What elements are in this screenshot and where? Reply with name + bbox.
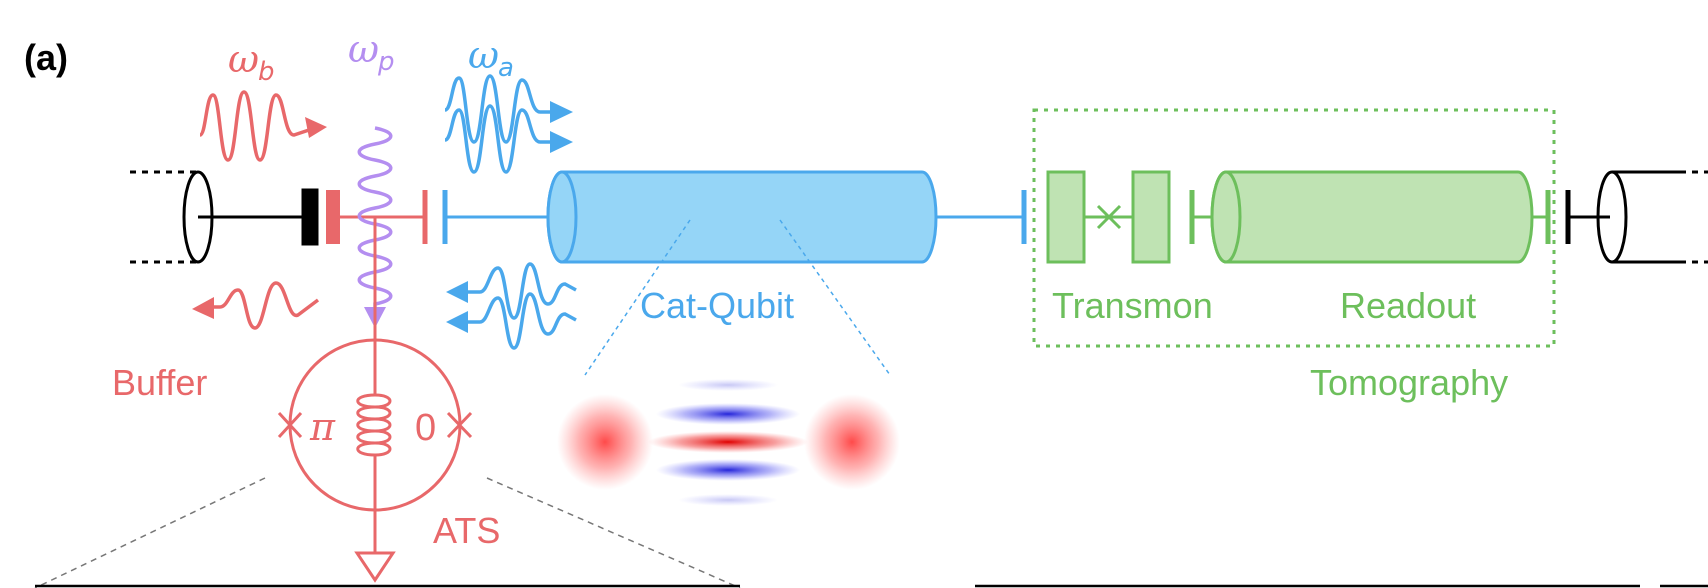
storage-reflect-arrow-1 xyxy=(446,281,468,303)
svg-text:ω: ω xyxy=(228,37,259,81)
svg-text:a: a xyxy=(498,53,514,83)
storage-arrow-2 xyxy=(550,131,573,153)
ats-label: ATS xyxy=(433,510,500,551)
svg-text:ω: ω xyxy=(348,27,379,71)
transmon xyxy=(1046,170,1171,264)
storage-capacitor xyxy=(442,190,548,244)
buffer-reflected-wave xyxy=(192,281,320,330)
omega-a-label: ω a xyxy=(468,33,514,83)
storage-drive-incoming xyxy=(444,74,556,174)
omega-b-label: ω b xyxy=(228,37,275,87)
transmon-label: Transmon xyxy=(1052,285,1213,326)
tomography-box xyxy=(1032,108,1556,348)
zero-label: 0 xyxy=(415,407,436,449)
ats-zoom-guides xyxy=(34,477,741,588)
wigner-function xyxy=(557,379,900,506)
readout-resonator xyxy=(1189,170,1551,264)
readout-label: Readout xyxy=(1340,285,1476,326)
storage-reflect-arrow-2 xyxy=(446,311,468,333)
buffer-label: Buffer xyxy=(112,362,207,403)
ats-circuit xyxy=(277,217,473,583)
tomography-label: Tomography xyxy=(1310,362,1508,403)
panel-label: (a) xyxy=(24,37,68,78)
omega-p-label: ω p xyxy=(348,27,395,77)
buffer-drive-incoming xyxy=(198,90,327,162)
buffer-capacitors xyxy=(326,190,428,244)
svg-text:ω: ω xyxy=(468,33,499,77)
storage-resonator xyxy=(546,170,1027,264)
right-coax-port xyxy=(1565,170,1708,264)
left-coax-port xyxy=(130,170,319,264)
pi-label: π xyxy=(309,405,336,449)
svg-text:p: p xyxy=(377,47,395,77)
storage-reflected-waves xyxy=(465,262,577,350)
storage-arrow-1 xyxy=(550,101,573,123)
cat-qubit-label: Cat-Qubit xyxy=(640,285,794,326)
svg-text:b: b xyxy=(258,57,275,87)
